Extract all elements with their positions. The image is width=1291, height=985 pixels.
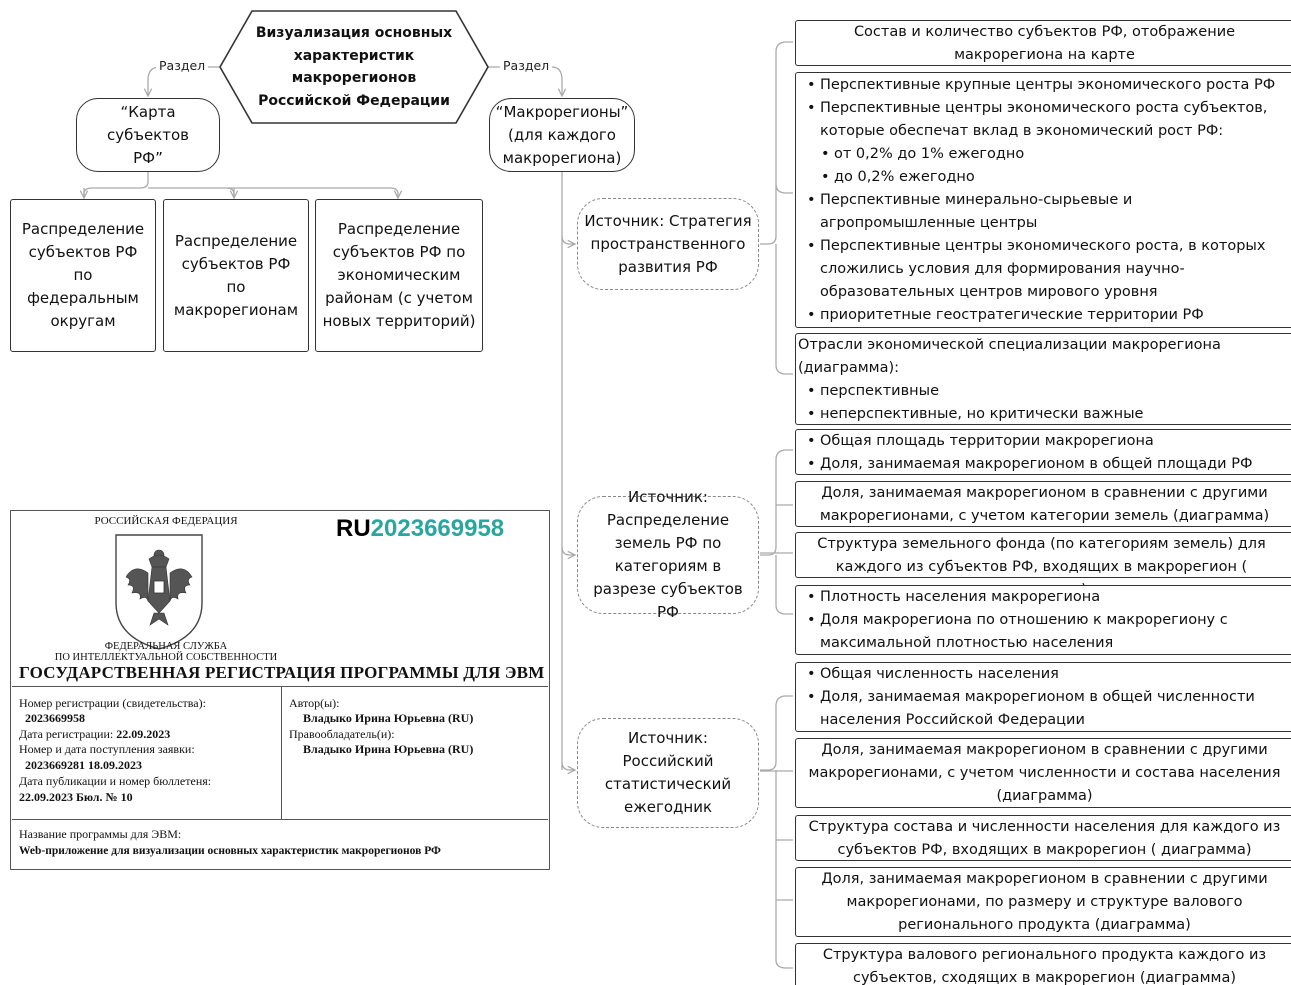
- cert-number: RU2023669958: [336, 515, 505, 542]
- item-land-structure[interactable]: Структура земельного фонда (по категория…: [795, 532, 1291, 598]
- item-grp-structure[interactable]: Структура валового регионального продукт…: [795, 943, 1291, 985]
- child-federal-districts[interactable]: Распределение субъектов РФ по федеральны…: [10, 199, 156, 352]
- list-item: от 0,2% до 1% ежегодно: [804, 143, 1291, 166]
- list-item: приоритетные геостратегические территори…: [804, 304, 1291, 327]
- root-hexagon-shape: [219, 10, 489, 124]
- source-statistical-yearbook[interactable]: Источник: Российский статистический ежег…: [577, 718, 759, 828]
- cert-application: 2023669281 18.09.2023: [25, 758, 142, 772]
- edge-label-left: Раздел: [156, 58, 209, 73]
- list-item: Доля макрорегиона по отношению к макроре…: [804, 609, 1291, 655]
- item-grp-share[interactable]: Доля, занимаемая макрорегионом в сравнен…: [795, 867, 1291, 937]
- list-item: Перспективные центры экономического рост…: [804, 97, 1291, 143]
- item-population[interactable]: Общая численность населения Доля, занима…: [795, 662, 1291, 732]
- cert-holder: Владыко Ирина Юрьевна (RU): [303, 742, 474, 756]
- section-macroregions[interactable]: “Макрорегионы” (для каждого макрорегиона…: [489, 98, 635, 172]
- list-item: Доля, занимаемая макрорегионом в общей ч…: [804, 686, 1291, 732]
- registration-certificate: РОССИЙСКАЯ ФЕДЕРАЦИЯ RU2023669958 ФЕДЕРА…: [10, 510, 550, 870]
- cert-agency: ФЕДЕРАЛЬНАЯ СЛУЖБА ПО ИНТЕЛЛЕКТУАЛЬНОЙ С…: [54, 641, 278, 663]
- cert-authors-label: Автор(ы):: [289, 696, 340, 710]
- item-grp-structure-text: Структура валового регионального продукт…: [822, 947, 1267, 985]
- edge-source2-bracket: [760, 449, 793, 556]
- cert-application-label: Номер и дата поступления заявки:: [19, 742, 195, 756]
- cert-title: ГОСУДАРСТВЕННАЯ РЕГИСТРАЦИЯ ПРОГРАММЫ ДЛ…: [19, 663, 545, 682]
- cert-program-name: Web-приложение для визуализации основных…: [19, 845, 441, 857]
- source-spatial-strategy[interactable]: Источник: Стратегия пространственного ра…: [577, 198, 759, 290]
- child-economic-regions[interactable]: Распределение субъектов РФ по экономичес…: [315, 199, 483, 352]
- item-land-share[interactable]: Доля, занимаемая макрорегионом в сравнен…: [795, 481, 1291, 527]
- cert-program-name-label: Название программы для ЭВМ:: [19, 827, 182, 841]
- list-item: Доля, занимаемая макрорегионом в общей п…: [804, 453, 1291, 476]
- item-specialization[interactable]: Отрасли экономической специализации макр…: [795, 333, 1291, 426]
- item-land-share-text: Доля, занимаемая макрорегионом в сравнен…: [819, 485, 1270, 524]
- item-population-structure[interactable]: Структура состава и численности населени…: [795, 815, 1291, 861]
- list-item: Общая площадь территории макрорегиона: [804, 430, 1291, 453]
- item-growth-centers[interactable]: Перспективные крупные центры экономическ…: [795, 72, 1291, 328]
- edge-map-to-children: [83, 172, 398, 198]
- item-composition-map[interactable]: Состав и количество субъектов РФ, отобра…: [795, 20, 1291, 66]
- item-area[interactable]: Общая площадь территории макрорегиона До…: [795, 429, 1291, 476]
- list-item: Перспективные крупные центры экономическ…: [804, 74, 1291, 97]
- list-item: Перспективные центры экономического рост…: [804, 235, 1291, 304]
- edge-source1-bracket: [760, 41, 793, 245]
- cert-divider-vertical: [281, 686, 282, 819]
- item-population-share[interactable]: Доля, занимаемая макрорегионом в сравнен…: [795, 738, 1291, 808]
- coat-of-arms-icon: [115, 534, 203, 650]
- list-item: Плотность населения макрорегиона: [804, 586, 1291, 609]
- item-specialization-title: Отрасли экономической специализации макр…: [798, 337, 1221, 376]
- edge-source3-bracket: [760, 695, 793, 771]
- cert-divider-top: [12, 686, 548, 687]
- source-land-distribution[interactable]: Источник: Распределение земель РФ по кат…: [577, 488, 759, 621]
- item-population-share-text: Доля, занимаемая макрорегионом в сравнен…: [808, 742, 1281, 804]
- cert-holder-label: Правообладатель(и):: [289, 727, 395, 741]
- root-title: Визуализация основных характеристик макр…: [255, 25, 453, 109]
- section-map-of-subjects[interactable]: “Карта субъектов РФ”: [76, 98, 220, 172]
- cert-author: Владыко Ирина Юрьевна (RU): [303, 711, 474, 725]
- list-item: Общая численность населения: [804, 663, 1291, 686]
- cert-reg-date: Дата регистрации: 22.09.2023: [19, 727, 171, 741]
- cert-reg-number: 2023669958: [25, 711, 85, 725]
- item-density[interactable]: Плотность населения макрорегиона Доля ма…: [795, 585, 1291, 655]
- cert-divider-bottom: [12, 819, 548, 820]
- edge-label-right: Раздел: [500, 58, 553, 73]
- item-population-structure-text: Структура состава и численности населени…: [808, 819, 1281, 858]
- cert-publication-label: Дата публикации и номер бюллетеня:: [19, 774, 212, 788]
- list-item: неперспективные, но критически важные: [804, 403, 1291, 426]
- child-macroregions[interactable]: Распределение субъектов РФ по макрорегио…: [163, 199, 309, 352]
- item-composition-map-text: Состав и количество субъектов РФ, отобра…: [853, 24, 1236, 63]
- cert-reg-number-label: Номер регистрации (свидетельства):: [19, 696, 206, 710]
- list-item: Перспективные минерально-сырьевые и агро…: [804, 189, 1291, 235]
- list-item: перспективные: [804, 380, 1291, 403]
- cert-country: РОССИЙСКАЯ ФЕДЕРАЦИЯ: [94, 515, 238, 527]
- cert-publication: 22.09.2023 Бюл. № 10: [19, 790, 133, 804]
- list-item: до 0,2% ежегодно: [804, 166, 1291, 189]
- item-grp-share-text: Доля, занимаемая макрорегионом в сравнен…: [821, 871, 1268, 933]
